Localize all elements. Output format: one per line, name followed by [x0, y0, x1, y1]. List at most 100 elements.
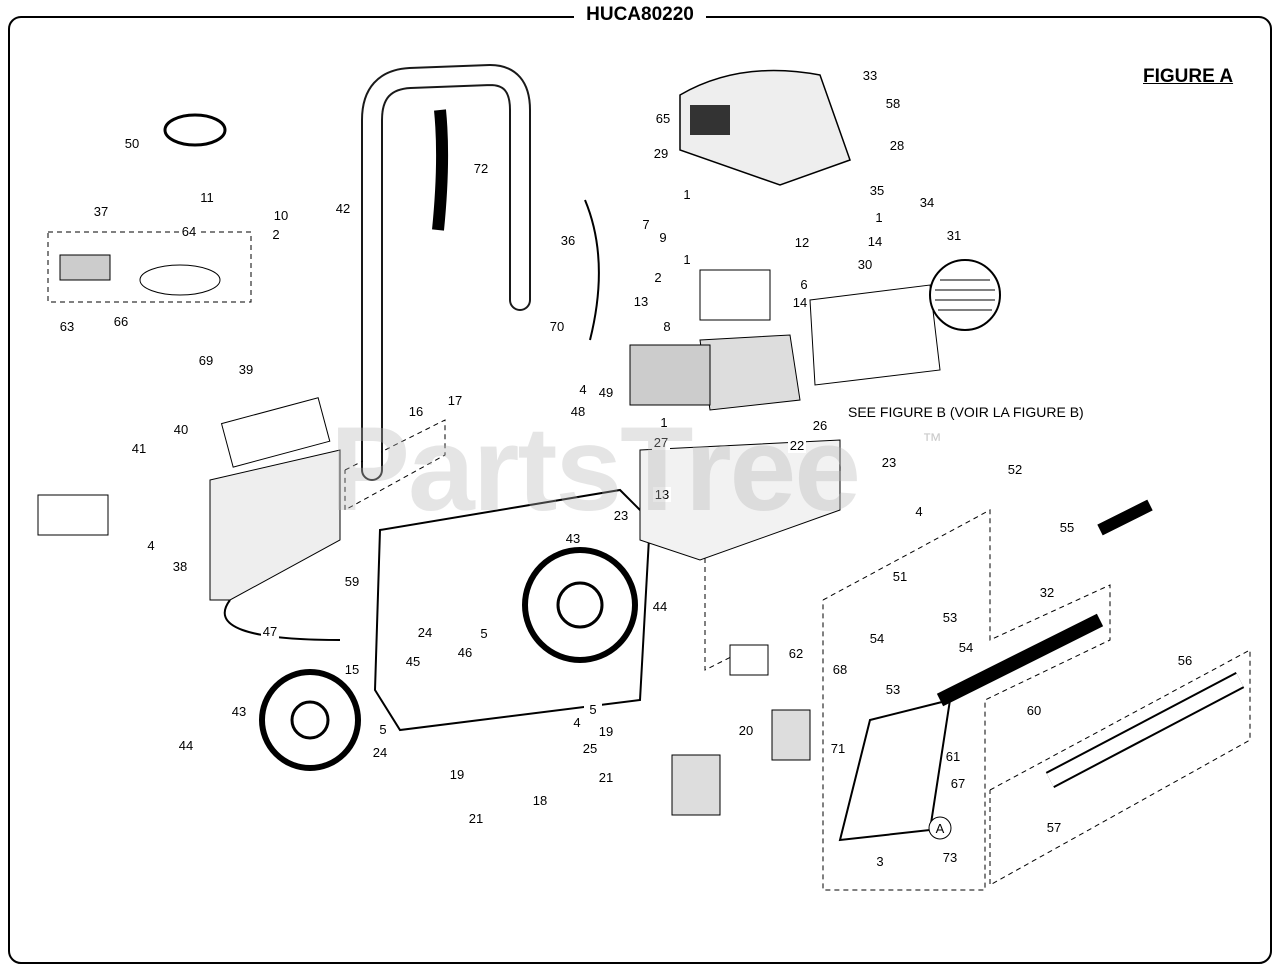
- callout-51[interactable]: 51: [893, 569, 907, 584]
- callout-14[interactable]: 14: [793, 295, 807, 310]
- callout-56[interactable]: 56: [1178, 653, 1192, 668]
- callout-65[interactable]: 65: [656, 111, 670, 126]
- callout-24[interactable]: 24: [418, 625, 432, 640]
- callout-12[interactable]: 12: [795, 235, 809, 250]
- callout-bg: [261, 624, 279, 639]
- callout-23[interactable]: 23: [882, 455, 896, 470]
- callout-21[interactable]: 21: [599, 770, 613, 785]
- callout-bg: [237, 362, 255, 377]
- callout-1[interactable]: 1: [875, 210, 882, 225]
- callout-49[interactable]: 49: [599, 385, 613, 400]
- callout-19[interactable]: 19: [599, 724, 613, 739]
- callout-37[interactable]: 37: [94, 204, 108, 219]
- callout-21[interactable]: 21: [469, 811, 483, 826]
- callout-4[interactable]: 4: [579, 382, 586, 397]
- callout-17[interactable]: 17: [448, 393, 462, 408]
- callout-5[interactable]: 5: [480, 626, 487, 641]
- callout-15[interactable]: 15: [345, 662, 359, 677]
- callout-43[interactable]: 43: [566, 531, 580, 546]
- callout-67[interactable]: 67: [951, 776, 965, 791]
- callout-4[interactable]: 4: [915, 504, 922, 519]
- callout-5[interactable]: 5: [589, 702, 596, 717]
- callout-64[interactable]: 64: [182, 224, 196, 239]
- callout-57[interactable]: 57: [1047, 820, 1061, 835]
- callout-30[interactable]: 30: [858, 257, 872, 272]
- see-figure-note[interactable]: SEE FIGURE B (VOIR LA FIGURE B): [848, 404, 1084, 420]
- callout-1[interactable]: 1: [660, 415, 667, 430]
- callout-60[interactable]: 60: [1027, 703, 1041, 718]
- callout-2[interactable]: 2: [654, 270, 661, 285]
- callout-36[interactable]: 36: [561, 233, 575, 248]
- motor-base: [639, 439, 841, 561]
- callout-54[interactable]: 54: [959, 640, 973, 655]
- callout-24[interactable]: 24: [373, 745, 387, 760]
- callout-27[interactable]: 27: [654, 435, 668, 450]
- callout-54[interactable]: 54: [870, 631, 884, 646]
- callout-44[interactable]: 44: [653, 599, 667, 614]
- callout-50[interactable]: 50: [125, 136, 139, 151]
- callout-4[interactable]: 4: [573, 715, 580, 730]
- callout-34[interactable]: 34: [920, 195, 934, 210]
- callout-7[interactable]: 7: [642, 217, 649, 232]
- callout-6[interactable]: 6: [800, 277, 807, 292]
- callout-35[interactable]: 35: [870, 183, 884, 198]
- callout-40[interactable]: 40: [174, 422, 188, 437]
- callout-29[interactable]: 29: [654, 146, 668, 161]
- callout-13[interactable]: 13: [655, 487, 669, 502]
- callout-69[interactable]: 69: [199, 353, 213, 368]
- callout-58[interactable]: 58: [886, 96, 900, 111]
- callout-26[interactable]: 26: [813, 418, 827, 433]
- callout-13[interactable]: 13: [634, 294, 648, 309]
- callout-45[interactable]: 45: [406, 654, 420, 669]
- callout-53[interactable]: 53: [886, 682, 900, 697]
- callout-43[interactable]: 43: [232, 704, 246, 719]
- callout-1[interactable]: 1: [683, 187, 690, 202]
- callout-53[interactable]: 53: [943, 610, 957, 625]
- callout-47[interactable]: 47: [263, 624, 277, 639]
- callout-72[interactable]: 72: [474, 161, 488, 176]
- callout-9[interactable]: 9: [659, 230, 666, 245]
- callout-33[interactable]: 33: [863, 68, 877, 83]
- callout-63[interactable]: 63: [60, 319, 74, 334]
- callout-28[interactable]: 28: [890, 138, 904, 153]
- callout-32[interactable]: 32: [1040, 585, 1054, 600]
- callout-73[interactable]: 73: [943, 850, 957, 865]
- callout-52[interactable]: 52: [1008, 462, 1022, 477]
- callout-3[interactable]: 3: [876, 854, 883, 869]
- callout-44[interactable]: 44: [179, 738, 193, 753]
- callout-41[interactable]: 41: [132, 441, 146, 456]
- callout-5[interactable]: 5: [379, 722, 386, 737]
- callout-66[interactable]: 66: [114, 314, 128, 329]
- callout-25[interactable]: 25: [583, 741, 597, 756]
- callout-38[interactable]: 38: [173, 559, 187, 574]
- callout-10[interactable]: 10: [274, 208, 288, 223]
- callout-42[interactable]: 42: [336, 201, 350, 216]
- callout-14[interactable]: 14: [868, 234, 882, 249]
- callout-bg: [180, 224, 198, 239]
- callout-46[interactable]: 46: [458, 645, 472, 660]
- callout-19[interactable]: 19: [450, 767, 464, 782]
- callout-48[interactable]: 48: [571, 404, 585, 419]
- callout-31[interactable]: 31: [947, 228, 961, 243]
- callout-4[interactable]: 4: [147, 538, 154, 553]
- callout-11[interactable]: 11: [200, 190, 214, 205]
- callout-61[interactable]: 61: [946, 749, 960, 764]
- callout-39[interactable]: 39: [239, 362, 253, 377]
- callout-55[interactable]: 55: [1060, 520, 1074, 535]
- callout-23[interactable]: 23: [614, 508, 628, 523]
- callout-16[interactable]: 16: [409, 404, 423, 419]
- callout-68[interactable]: 68: [833, 662, 847, 677]
- callout-62[interactable]: 62: [789, 646, 803, 661]
- model-number: HUCA80220: [574, 4, 706, 25]
- callout-2[interactable]: 2: [272, 227, 279, 242]
- callout-20[interactable]: 20: [739, 723, 753, 738]
- callout-bg: [472, 161, 490, 176]
- callout-71[interactable]: 71: [831, 741, 845, 756]
- callout-22[interactable]: 22: [790, 438, 804, 453]
- watermark: PartsTree: [330, 402, 861, 536]
- callout-18[interactable]: 18: [533, 793, 547, 808]
- callout-1[interactable]: 1: [683, 252, 690, 267]
- callout-59[interactable]: 59: [345, 574, 359, 589]
- callout-70[interactable]: 70: [550, 319, 564, 334]
- callout-8[interactable]: 8: [663, 319, 670, 334]
